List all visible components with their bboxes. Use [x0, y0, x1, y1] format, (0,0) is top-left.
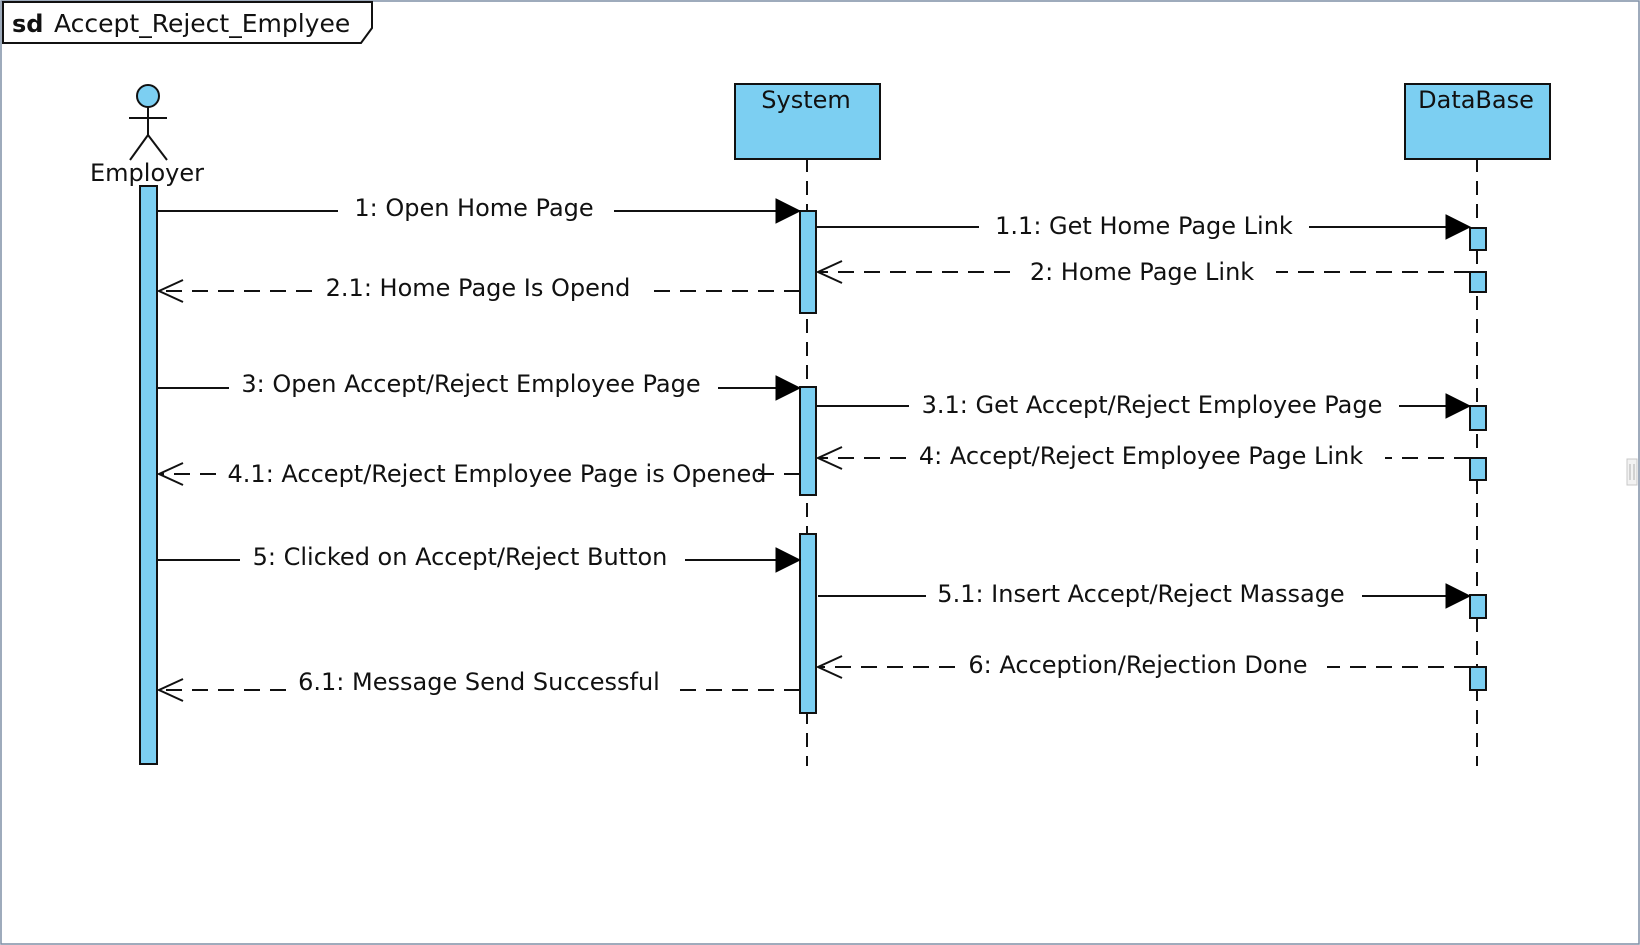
frame-tab: sd Accept_Reject_Emplyee: [2, 1, 373, 44]
arrowhead-filled-icon: [1445, 214, 1472, 240]
arrowhead-open-icon: [156, 678, 184, 702]
frame-keyword: sd: [12, 10, 43, 38]
message-arrow: 3.1: Get Accept/Reject Employee Page: [816, 391, 1472, 419]
activation-bar-system: [799, 210, 817, 314]
message-arrow: 2: Home Page Link: [815, 258, 1470, 286]
participant-label-employer: Employer: [90, 159, 204, 187]
participant-system: System: [734, 83, 881, 766]
arrowhead-open-icon: [815, 655, 843, 679]
message-label: 5.1: Insert Accept/Reject Massage: [937, 580, 1344, 608]
message-label: 6: Acception/Rejection Done: [968, 651, 1307, 679]
message-arrow: 3: Open Accept/Reject Employee Page: [157, 370, 802, 401]
message-arrow: 4: Accept/Reject Employee Page Link: [815, 442, 1470, 470]
message-label: 4.1: Accept/Reject Employee Page is Open…: [228, 460, 767, 488]
activation-bar-database: [1469, 227, 1487, 251]
message-label: 1.1: Get Home Page Link: [995, 212, 1293, 240]
resize-handle-icon[interactable]: [1626, 458, 1638, 486]
arrowhead-open-icon: [156, 279, 184, 303]
arrowhead-filled-icon: [1445, 583, 1472, 609]
message-label: 2: Home Page Link: [1030, 258, 1254, 286]
arrowhead-filled-icon: [775, 375, 802, 401]
arrowhead-open-icon: [815, 446, 843, 470]
message-label: 2.1: Home Page Is Opend: [326, 274, 631, 302]
participant-box-database: [1404, 83, 1551, 160]
message-label: 3.1: Get Accept/Reject Employee Page: [922, 391, 1383, 419]
participant-employer: Employer: [90, 84, 204, 765]
message-arrow: 6.1: Message Send Successful: [156, 668, 800, 702]
message-label: 6.1: Message Send Successful: [298, 668, 660, 696]
activation-bar-database: [1469, 666, 1487, 691]
message-label: 1: Open Home Page: [354, 194, 593, 222]
arrowhead-filled-icon: [1445, 393, 1472, 419]
activation-bar-database: [1469, 271, 1487, 293]
message-arrow: 1.1: Get Home Page Link: [816, 212, 1472, 240]
message-arrow: 5.1: Insert Accept/Reject Massage: [818, 580, 1472, 609]
message-label: 5: Clicked on Accept/Reject Button: [253, 543, 668, 571]
participant-label-database: DataBase: [1418, 86, 1534, 114]
participant-database: DataBase: [1404, 83, 1551, 766]
activation-bar-database: [1469, 457, 1487, 481]
activation-bar-database: [1469, 405, 1487, 431]
activation-bar-database: [1469, 594, 1487, 619]
arrowhead-filled-icon: [775, 547, 802, 573]
message-arrow: 5: Clicked on Accept/Reject Button: [157, 543, 802, 573]
activation-bar-employer: [139, 185, 158, 765]
arrowhead-open-icon: [815, 260, 843, 284]
message-label: 4: Accept/Reject Employee Page Link: [919, 442, 1363, 470]
participant-box-system: [734, 83, 881, 160]
message-arrow: 1: Open Home Page: [157, 194, 802, 224]
arrowhead-filled-icon: [775, 198, 802, 224]
message-label: 3: Open Accept/Reject Employee Page: [241, 370, 700, 398]
participant-label-system: System: [761, 86, 851, 114]
message-arrow: 4.1: Accept/Reject Employee Page is Open…: [156, 460, 800, 488]
frame-name: Accept_Reject_Emplyee: [54, 9, 350, 38]
activation-bar-system: [799, 386, 817, 496]
message-arrow: 6: Acception/Rejection Done: [815, 651, 1470, 679]
arrowhead-open-icon: [156, 462, 184, 486]
frame-tab-shape: [2, 1, 373, 44]
activation-bar-system: [799, 533, 817, 714]
message-arrow: 2.1: Home Page Is Opend: [156, 274, 800, 303]
actor-icon: [129, 84, 168, 161]
